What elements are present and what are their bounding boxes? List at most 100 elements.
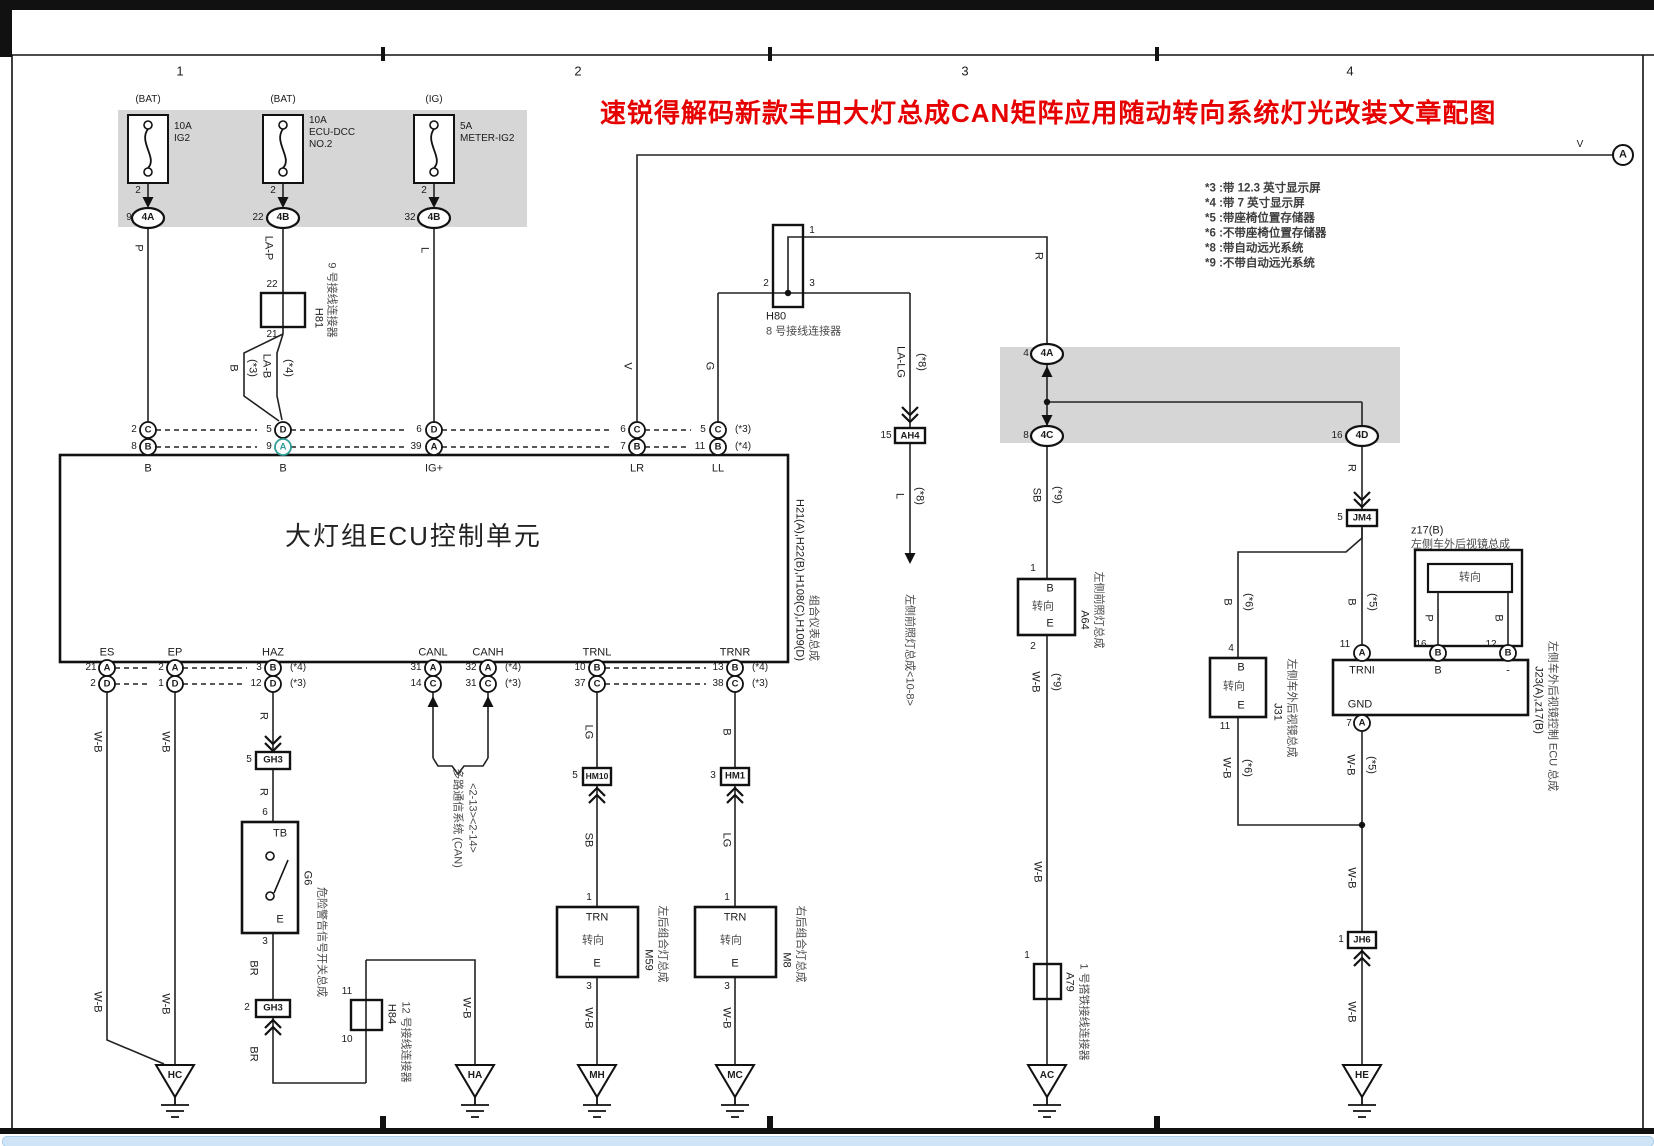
a64-pin1: 1 (1030, 563, 1036, 574)
ah4-dest: 左侧前照灯总成<10-8> (903, 594, 916, 706)
pin-letter: B (731, 662, 739, 674)
fuse-band (118, 110, 527, 227)
pin-num: 31 (410, 662, 422, 673)
pin-letter: A (1358, 647, 1366, 659)
m8-code: M8 (780, 952, 793, 968)
ground-symbols (155, 1064, 1382, 1118)
m8-e: E (731, 957, 739, 970)
wire-l2: L (893, 492, 906, 500)
h84-pin-top: 11 (341, 986, 353, 997)
opt-6b: (*6) (1241, 759, 1254, 777)
pin-num: 31 (465, 678, 477, 689)
opt-5b: (*5) (1365, 756, 1378, 774)
fuse2-conn: 4B (276, 212, 290, 223)
m8-turn: 转向 (720, 934, 742, 947)
band2-pin2: 8 (1023, 430, 1029, 441)
band2-conn-4c: 4C (1040, 430, 1054, 441)
wire-wb-ep1: W-B (159, 731, 172, 753)
connector-ovals (130, 206, 1380, 448)
wire-b-mecu: B (1345, 598, 1358, 606)
m59-name: 左后组合灯总成 (656, 905, 669, 983)
right-band (1000, 347, 1400, 443)
wire-wb-es1: W-B (91, 731, 104, 753)
pin-opt: (*4) (504, 662, 522, 673)
wire-br2: BR (247, 1046, 260, 1062)
ground-label-mc: MC (727, 1070, 743, 1081)
note-4: *4 :带 7 英寸显示屏 (1205, 197, 1305, 210)
pin-letter: C (731, 678, 739, 690)
signal-canl: CANL (418, 646, 448, 659)
bottom-scroll-bar[interactable] (2, 1136, 1654, 1146)
fuse3-rating: 5A (460, 121, 473, 132)
wire-wb-m59: W-B (582, 1007, 595, 1029)
signal-trnl: TRNL (582, 646, 612, 659)
ruler-mark-4: 4 (1346, 63, 1354, 79)
band2-conn-4d: 4D (1355, 430, 1369, 441)
pin-num: 38 (712, 678, 724, 689)
wire-r-gh3: R (257, 788, 270, 796)
m59-e: E (593, 957, 601, 970)
page-title: 速锐得解码新款丰田大灯总成CAN矩阵应用随动转向系统灯光改装文章配图 (600, 98, 1497, 128)
connector-hm1-box (719, 766, 751, 787)
signal-b2: B (279, 462, 287, 475)
band2-conn-4a: 4A (1040, 348, 1054, 359)
pin-num: 2 (131, 424, 137, 435)
wire-g: G (703, 361, 716, 371)
fuse-5a-meter-ig2 (413, 114, 455, 184)
wire-l: L (418, 246, 431, 254)
mirror-turn-inner-box (1426, 562, 1514, 594)
pin-letter: C (484, 678, 492, 690)
ruler-mark-3: 3 (961, 63, 969, 79)
wire-p: P (132, 244, 145, 252)
pin-num: 5 (266, 424, 272, 435)
opt-8a: (*8) (915, 353, 928, 371)
signal-ep: EP (167, 646, 183, 659)
h81-name: 9 号接线连接器 (325, 262, 338, 338)
ground-label-hc: HC (167, 1070, 183, 1081)
wire-wb-m8: W-B (720, 1007, 733, 1029)
a64-name: 左侧前照灯总成 (1092, 571, 1105, 649)
wire-wb-j31: W-B (1220, 757, 1233, 779)
ah4-pin: 15 (880, 430, 892, 441)
pin-num: 37 (574, 678, 586, 689)
mecu-trni: TRNI (1349, 664, 1375, 677)
ground-label-ha: HA (467, 1070, 483, 1081)
pin-num: 8 (131, 441, 137, 452)
pin-num: 21 (85, 662, 97, 673)
pin-letter: B (1434, 647, 1442, 659)
pin-num: 6 (620, 424, 626, 435)
wire-wb-mecu: W-B (1344, 754, 1357, 776)
j31-turn: 转向 (1223, 680, 1245, 693)
fuse1-conn: 4A (141, 212, 155, 223)
pin-letter: D (279, 424, 287, 436)
wire-la-p: LA-P (262, 235, 275, 261)
headlamp-ecu-box (58, 453, 790, 664)
pin-letter: B (714, 441, 722, 453)
fuse2-pin: 2 (270, 185, 276, 196)
fuse1-rating: 10A (174, 121, 192, 132)
note-8: *8 :带自动远光系统 (1205, 242, 1304, 255)
mirror-ecu-box (1331, 658, 1530, 717)
wire-lg-trnr: LG (720, 832, 733, 848)
mirror-j31-box (1208, 656, 1268, 719)
jm4-code: JM4 (1352, 512, 1372, 524)
signal-canh: CANH (472, 646, 504, 659)
wire-r-haz: R (257, 712, 270, 720)
g6-term-tb: TB (272, 827, 288, 840)
wire-la-lg: LA-LG (894, 346, 907, 378)
m59-pin1: 1 (586, 892, 592, 903)
j31-code: J31 (1271, 703, 1284, 721)
hm10-code: HM10 (585, 770, 609, 781)
wire-b-mirror: B (1492, 614, 1505, 622)
signal-haz: HAZ (262, 646, 284, 659)
opt-3-split: (*3) (246, 359, 259, 377)
hm10-pin: 5 (572, 770, 578, 781)
pin-num: 10 (574, 662, 586, 673)
pin-letter: A (103, 662, 111, 674)
pin-letter: A (484, 662, 492, 674)
wire-la-b-split: LA-B (260, 353, 273, 379)
pin-letter: C (714, 424, 722, 436)
jm4-pin: 5 (1337, 512, 1343, 523)
band2-pin3: 16 (1331, 430, 1343, 441)
